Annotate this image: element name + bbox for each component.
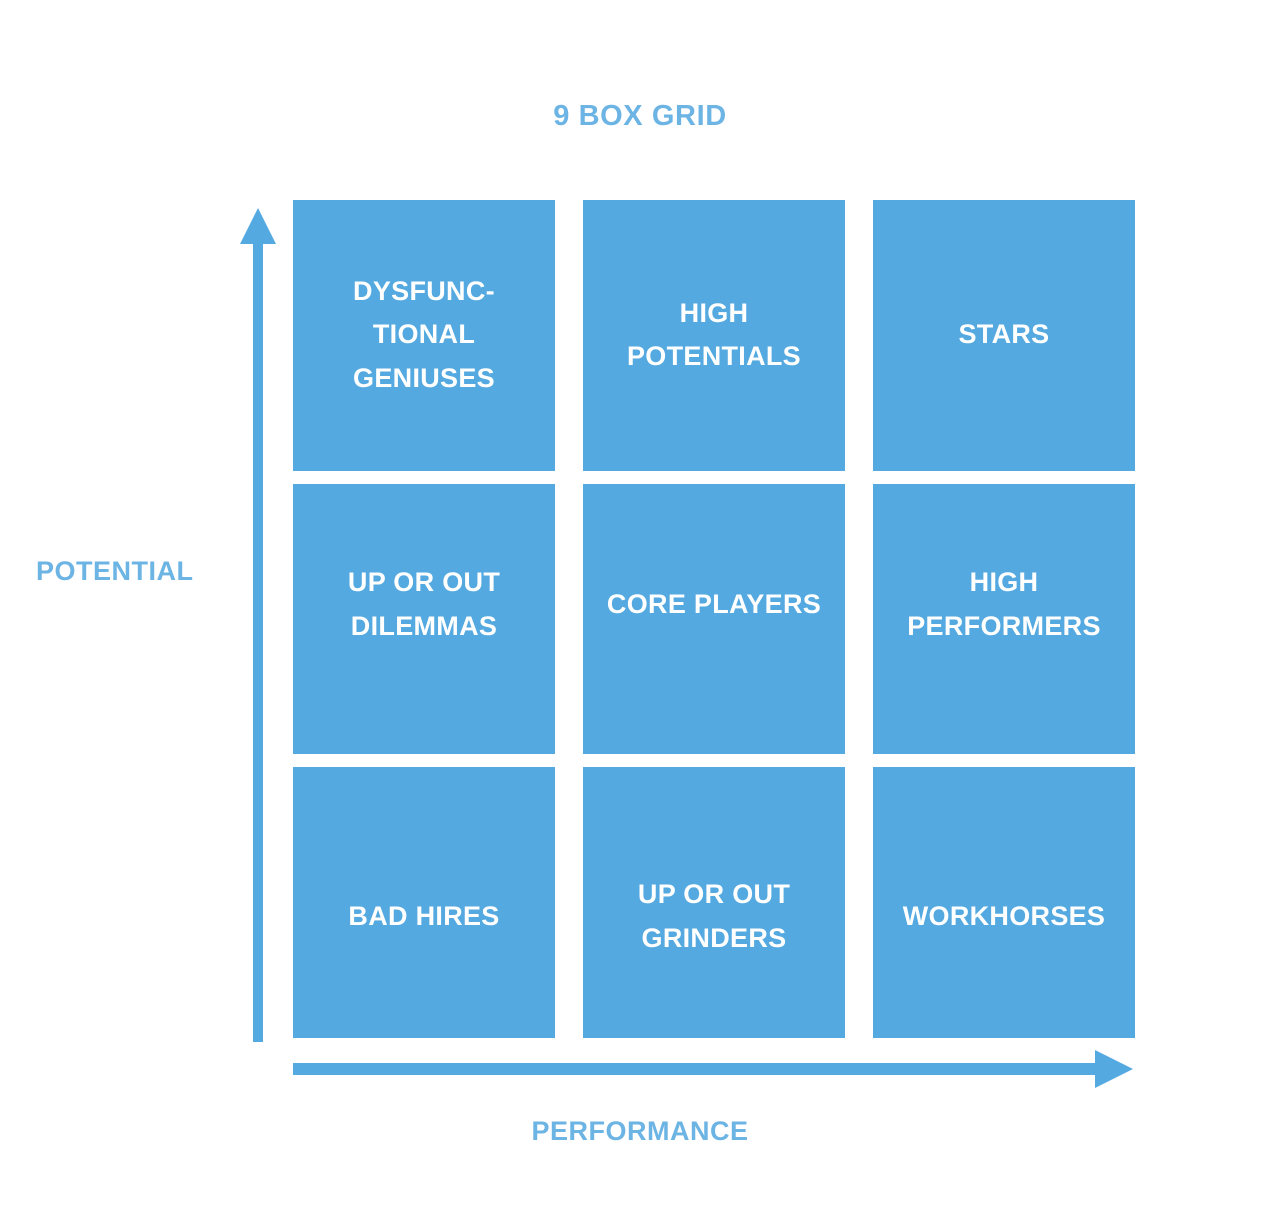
grid-cell-label: HIGH POTENTIALS <box>626 297 801 372</box>
grid-cell-label: UP OR OUT DILEMMAS <box>347 567 501 641</box>
grid-cell-label: WORKHORSES <box>902 900 1106 931</box>
grid-cell-up-or-out-grinders[interactable]: UP OR OUT GRINDERS <box>583 767 845 1038</box>
up-arrow-head-icon <box>240 208 276 244</box>
grid-cell-workhorses[interactable]: WORKHORSES <box>873 767 1135 1038</box>
page-title: 9 BOX GRID <box>553 100 727 132</box>
right-arrow-head-icon <box>1095 1050 1133 1088</box>
grid-cell-label: CORE PLAYERS <box>606 589 822 620</box>
right-arrow-shaft <box>293 1063 1095 1075</box>
right-arrow-icon <box>293 1050 1133 1088</box>
up-arrow-shaft <box>253 240 263 1042</box>
x-axis-label: PERFORMANCE <box>531 1116 749 1146</box>
grid-cell-dysfunctional-geniuses[interactable]: DYSFUNC- TIONAL GENIUSES <box>293 200 555 471</box>
grid-cell-label: STARS <box>958 319 1050 350</box>
grid-cell-high-potentials[interactable]: HIGH POTENTIALS <box>583 200 845 471</box>
grid-cell-high-performers[interactable]: HIGH PERFORMERS <box>873 483 1135 755</box>
up-arrow-icon <box>240 208 276 1042</box>
nine-box-grid: DYSFUNC- TIONAL GENIUSES HIGH POTENTIALS… <box>293 200 1135 1038</box>
grid-cell-label: HIGH PERFORMERS <box>907 567 1101 641</box>
grid-cell-core-players[interactable]: CORE PLAYERS <box>583 483 845 755</box>
grid-cell-label: BAD HIRES <box>348 900 500 931</box>
grid-cell-bad-hires[interactable]: BAD HIRES <box>293 767 555 1038</box>
y-axis-label: POTENTIAL <box>36 556 194 586</box>
grid-cell-stars[interactable]: STARS <box>873 200 1135 471</box>
grid-cell-label: UP OR OUT GRINDERS <box>637 878 791 953</box>
grid-cell-up-or-out-dilemmas[interactable]: UP OR OUT DILEMMAS <box>293 483 555 755</box>
grid-cell-label: DYSFUNC- TIONAL GENIUSES <box>353 275 495 394</box>
